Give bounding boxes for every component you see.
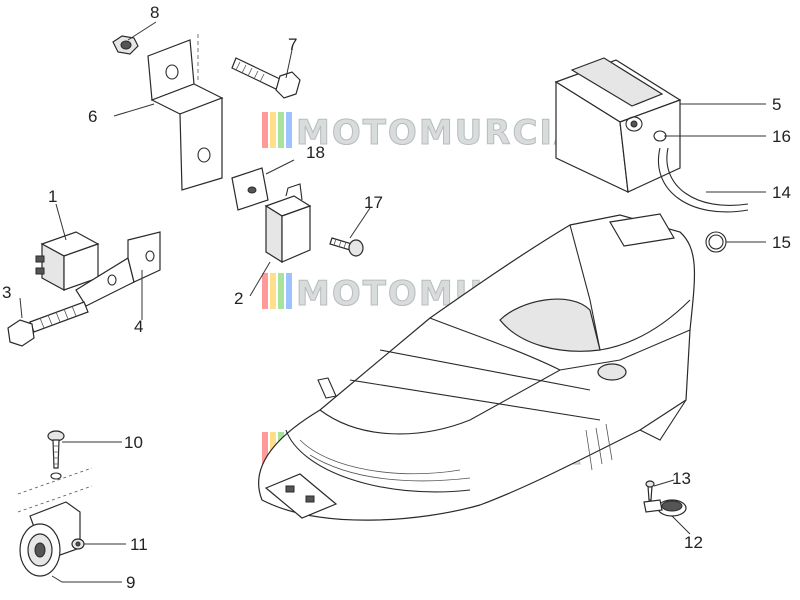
- callout-17: 17: [364, 193, 383, 212]
- callout-7: 7: [288, 35, 297, 54]
- callout-2: 2: [234, 289, 243, 308]
- bolt-part-7: [231, 57, 301, 99]
- hose-part-14: [658, 147, 749, 213]
- callout-10: 10: [124, 433, 143, 452]
- callout-4: 4: [134, 317, 143, 336]
- bolt-part-3: [7, 301, 89, 347]
- relay-part-2: [264, 183, 312, 264]
- callout-14: 14: [772, 183, 791, 202]
- callout-16: 16: [772, 127, 791, 146]
- sensor-part-9: [19, 501, 81, 577]
- callout-5: 5: [772, 95, 781, 114]
- callout-1: 1: [48, 187, 57, 206]
- watermark-text: MOTOMURCIA: [296, 113, 582, 153]
- bracket-part-4: [75, 231, 161, 307]
- nut-part-8: [112, 35, 139, 55]
- callout-15: 15: [772, 233, 791, 252]
- callout-8: 8: [150, 3, 159, 22]
- callout-11: 11: [130, 535, 148, 554]
- callout-12: 12: [684, 533, 703, 552]
- washer-part-10: [50, 472, 62, 480]
- callout-9: 9: [126, 573, 135, 592]
- relay-part-1: [35, 231, 100, 292]
- screw-part-13: [645, 480, 655, 501]
- callout-18: 18: [306, 143, 325, 162]
- screw-part-10: [47, 430, 65, 469]
- nut-part-11: [71, 538, 85, 550]
- callout-13: 13: [672, 469, 691, 488]
- callout-6: 6: [88, 107, 97, 126]
- pad-part-12: [643, 499, 687, 517]
- screw-part-17: [329, 237, 364, 257]
- callout-3: 3: [2, 283, 11, 302]
- clamp-part-15: [705, 231, 727, 253]
- watermark-top: MOTOMURCIA: [262, 112, 582, 154]
- underseat-storage-tray: [258, 213, 696, 521]
- leader-lines: [19, 21, 766, 583]
- bracket-part-6: [147, 39, 224, 191]
- battery-part-5: [554, 57, 682, 194]
- clip-part-18: [231, 167, 269, 211]
